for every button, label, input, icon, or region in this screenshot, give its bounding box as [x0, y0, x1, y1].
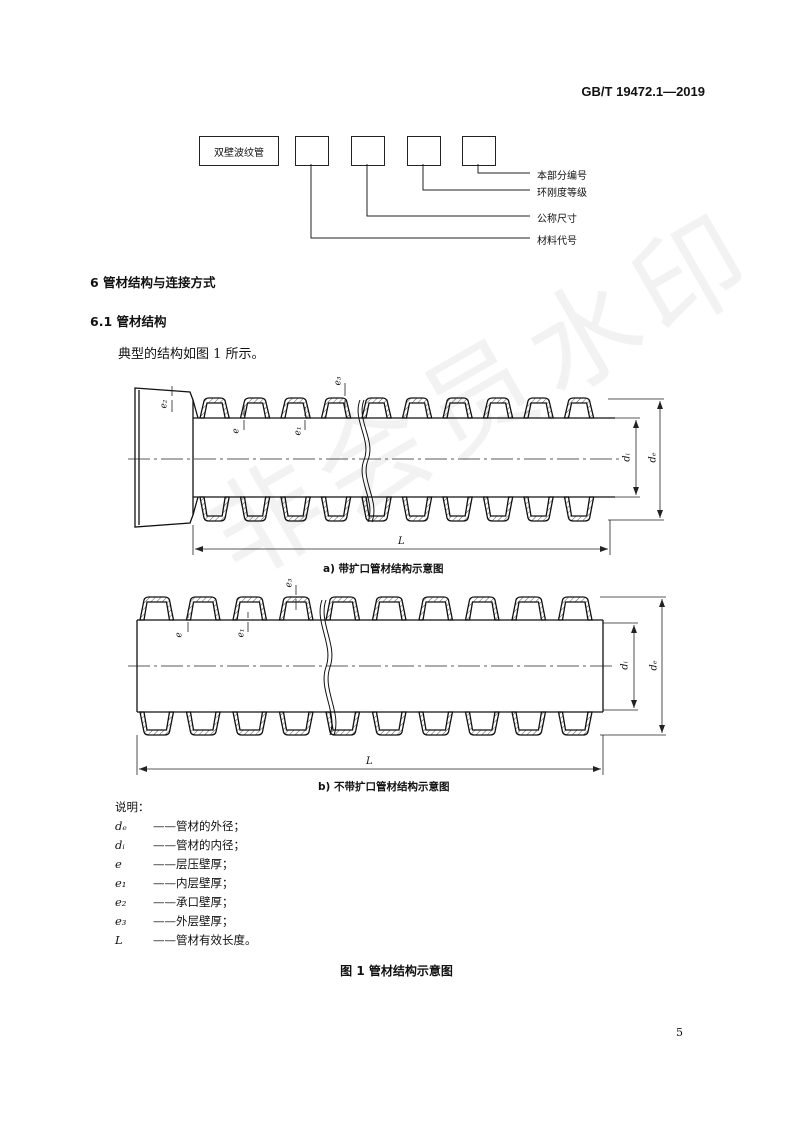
- body-paragraph: 典型的结构如图 1 所示。: [118, 347, 265, 362]
- corrugation-rib: [511, 711, 547, 736]
- designation-box-material: [295, 136, 329, 166]
- corrugation-rib: [325, 596, 361, 621]
- corrugation-rib: [232, 596, 268, 621]
- corrugation-rib: [442, 397, 473, 419]
- corrugation-rib: [139, 711, 175, 736]
- dim-label-e2-a: e₂: [159, 399, 170, 409]
- dim-label-di-a: dᵢ: [621, 453, 633, 462]
- figure-title: 图 1 管材结构示意图: [340, 964, 453, 978]
- legend-symbol: e₃: [115, 914, 127, 928]
- designation-product-label: 双壁波纹管: [214, 147, 264, 159]
- subcaption-b: b) 不带扩口管材结构示意图: [318, 781, 450, 793]
- corrugation-rib: [557, 711, 593, 736]
- legend-item: dₑ ——管材的外径；: [115, 818, 245, 834]
- legend-symbol: dᵢ: [115, 838, 125, 852]
- dim-label-e3-b: e₃: [284, 578, 295, 588]
- legend-text: ——内层壁厚；: [153, 876, 234, 890]
- corrugation-rib: [401, 397, 433, 419]
- corrugation-rib: [464, 711, 500, 736]
- dim-label-L-a: L: [398, 536, 405, 547]
- legend-symbol: e: [115, 857, 122, 871]
- designation-box-stiffness: [407, 136, 441, 166]
- page-number: 5: [676, 1026, 683, 1039]
- corrugation-rib: [320, 496, 352, 522]
- annotation-material-code: 材料代号: [537, 236, 577, 247]
- designation-box-part: [462, 136, 496, 166]
- legend-item: e₂ ——承口壁厚；: [115, 894, 234, 910]
- legend-heading: 说明：: [115, 800, 150, 814]
- corrugation-rib: [557, 596, 593, 621]
- dim-label-e3-a: e₃: [333, 376, 344, 386]
- legend-symbol: L: [115, 933, 123, 947]
- dim-label-e1-b: e₁: [236, 628, 247, 638]
- legend-symbol: dₑ: [115, 819, 127, 833]
- corrugation-rib: [199, 496, 230, 522]
- corrugation-rib: [278, 711, 314, 736]
- corrugation-rib: [320, 397, 352, 419]
- legend-item: L ——管材有效长度。: [115, 932, 257, 948]
- subcaption-a: a) 带扩口管材结构示意图: [323, 563, 444, 575]
- legend-text: ——外层壁厚；: [153, 914, 234, 928]
- corrugation-rib: [185, 711, 221, 736]
- corrugation-rib: [464, 596, 500, 621]
- legend-symbol: e₁: [115, 876, 127, 890]
- designation-box-size: [351, 136, 385, 166]
- legend-text: ——管材的外径；: [153, 819, 245, 833]
- dim-label-di-b: dᵢ: [619, 661, 631, 670]
- legend-text: ——管材有效长度。: [153, 933, 257, 947]
- dim-label-L-b: L: [366, 756, 373, 767]
- corrugation-rib: [371, 711, 407, 736]
- corrugation-rib: [361, 496, 392, 522]
- dim-label-e1-a: e₁: [293, 426, 304, 436]
- dim-label-e-a: e: [231, 428, 242, 434]
- legend-item: e ——层压壁厚；: [115, 856, 234, 872]
- annotation-nominal-size: 公称尺寸: [537, 214, 577, 225]
- section-6-heading: 6 管材结构与连接方式: [90, 275, 216, 290]
- legend-text: ——管材的内径；: [153, 838, 245, 852]
- corrugation-rib: [371, 596, 407, 621]
- corrugation-rib: [139, 596, 175, 621]
- legend-text: ——承口壁厚；: [153, 895, 234, 909]
- corrugation-rib: [523, 397, 554, 419]
- corrugation-rib: [442, 496, 473, 522]
- corrugation-rib: [418, 596, 454, 621]
- corrugation-rib: [563, 496, 595, 522]
- dim-label-e-b: e: [174, 632, 185, 638]
- corrugation-rib: [523, 496, 554, 522]
- designation-product-box: 双壁波纹管: [199, 136, 279, 166]
- legend-symbol: e₂: [115, 895, 127, 909]
- corrugation-rib: [280, 397, 311, 419]
- corrugation-rib: [482, 397, 514, 419]
- corrugation-rib: [185, 596, 221, 621]
- dim-label-de-a: dₑ: [647, 452, 659, 463]
- legend-text: ——层压壁厚；: [153, 857, 234, 871]
- corrugation-rib: [511, 596, 547, 621]
- legend-item: e₃ ——外层壁厚；: [115, 913, 234, 929]
- corrugation-rib: [361, 397, 392, 419]
- corrugation-rib: [199, 397, 230, 419]
- corrugation-rib: [280, 496, 311, 522]
- legend-item: e₁ ——内层壁厚；: [115, 875, 234, 891]
- standard-number: GB/T 19472.1—2019: [581, 84, 705, 99]
- annotation-stiffness: 环刚度等级: [537, 188, 587, 199]
- corrugation-rib: [418, 711, 454, 736]
- corrugation-rib: [232, 711, 268, 736]
- corrugation-rib: [325, 711, 361, 736]
- corrugation-rib: [563, 397, 595, 419]
- corrugation-rib: [401, 496, 433, 522]
- corrugation-rib: [239, 496, 271, 522]
- dim-label-de-b: dₑ: [648, 660, 660, 671]
- corrugation-rib: [239, 397, 271, 419]
- section-6-1-heading: 6.1 管材结构: [90, 314, 167, 329]
- legend-item: dᵢ ——管材的内径；: [115, 837, 245, 853]
- annotation-part-number: 本部分编号: [537, 171, 587, 182]
- corrugation-rib: [482, 496, 514, 522]
